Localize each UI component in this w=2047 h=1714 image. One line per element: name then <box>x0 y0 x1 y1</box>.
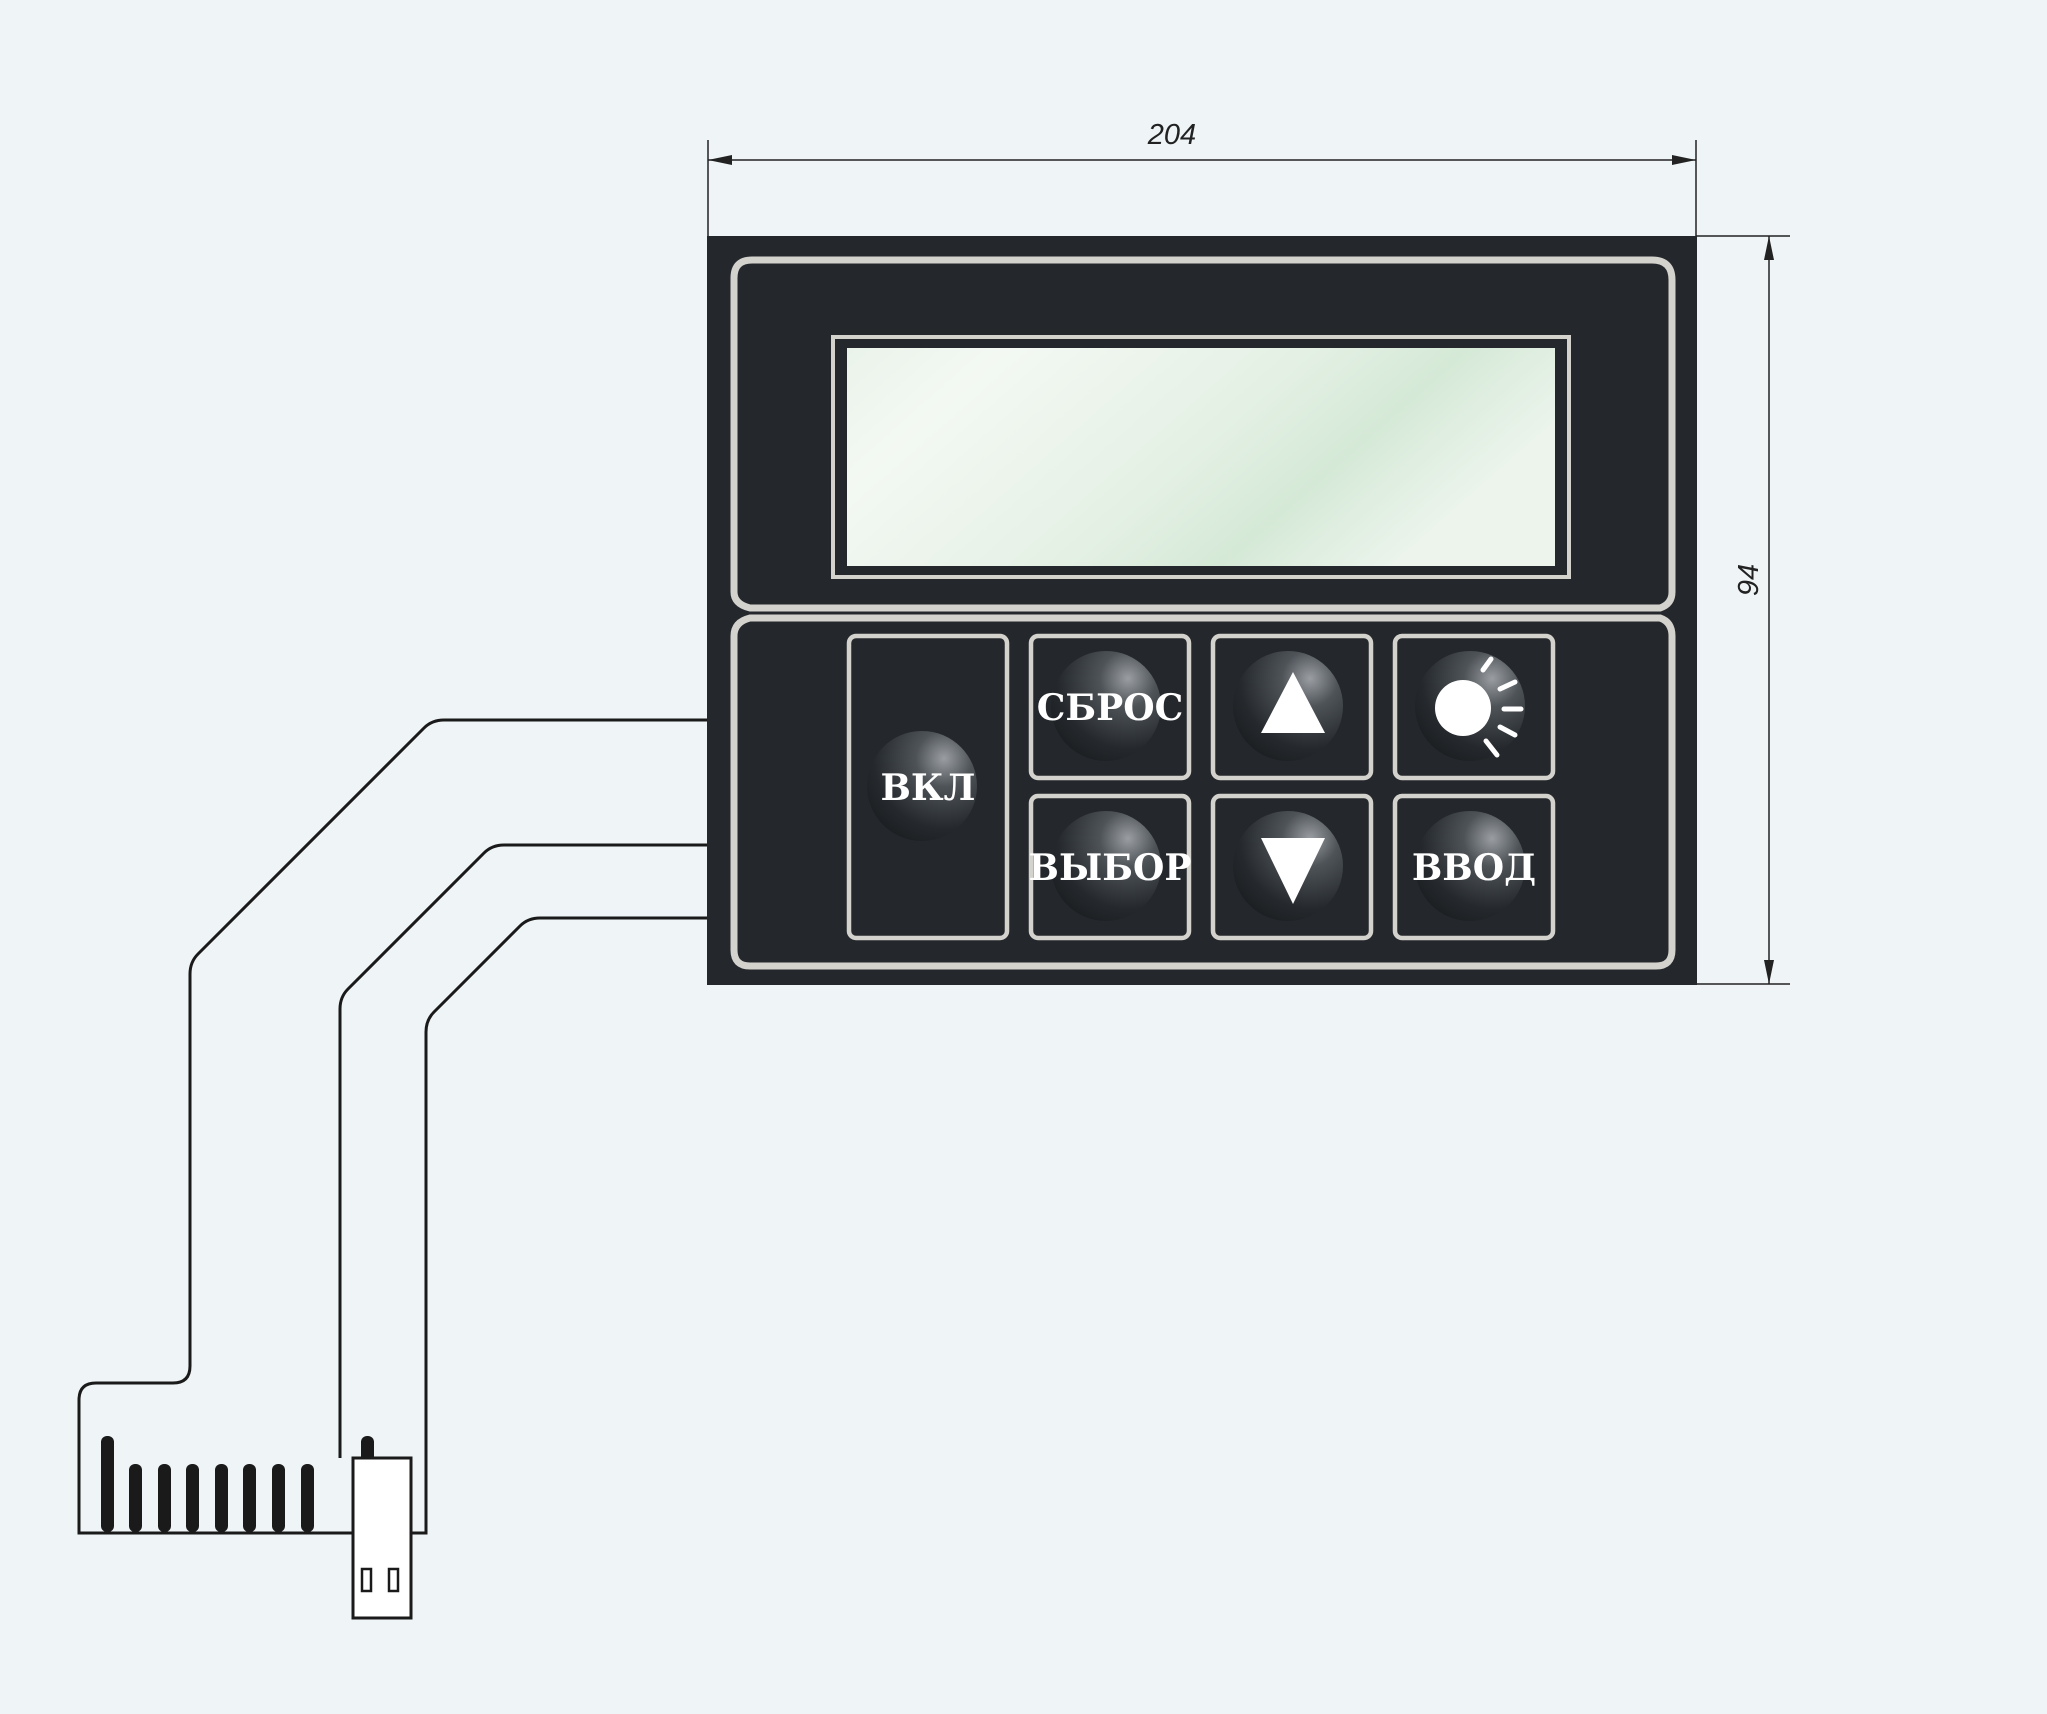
lcd-screen <box>847 348 1555 566</box>
connector-pin <box>301 1464 314 1532</box>
connector-pin <box>272 1464 285 1532</box>
on-button[interactable]: ВКЛ <box>846 633 1010 941</box>
connector-contact <box>360 1567 373 1593</box>
keys-window-frame <box>730 614 1676 970</box>
arrow-down-icon <box>1261 838 1325 904</box>
connector-pins <box>101 1436 374 1532</box>
brightness-button[interactable] <box>1392 633 1556 781</box>
flex-cable <box>77 718 708 1535</box>
width-label: 204 <box>1147 119 1196 151</box>
connector-contact <box>387 1567 400 1593</box>
connector-housing <box>351 1456 413 1620</box>
reset-button-label: СБРОС <box>1037 687 1184 729</box>
brightness-icon <box>1435 656 1524 758</box>
on-button-label: ВКЛ <box>880 767 975 809</box>
connector-pin <box>129 1464 142 1532</box>
height-dimension: 94 <box>1696 235 1790 985</box>
down-button[interactable] <box>1210 793 1374 941</box>
select-button[interactable]: ВЫБОР <box>1029 793 1192 941</box>
reset-button[interactable]: СБРОС <box>1028 633 1192 781</box>
up-button[interactable] <box>1210 633 1374 781</box>
connector-pin <box>158 1464 171 1532</box>
enter-button-label: ВВОД <box>1412 847 1536 889</box>
connector-pin <box>186 1464 199 1532</box>
enter-button[interactable]: ВВОД <box>1392 793 1556 941</box>
flex-cable-outline <box>77 718 708 1535</box>
connector-pin <box>101 1436 114 1532</box>
arrow-up-icon <box>1261 672 1325 733</box>
connector-pin <box>243 1464 256 1532</box>
connector-pin <box>215 1464 228 1532</box>
height-label: 94 <box>1733 564 1765 596</box>
width-dimension: 204 <box>707 119 1697 236</box>
lcd-display <box>831 335 1571 579</box>
display-window-frame <box>730 256 1676 612</box>
select-button-label: ВЫБОР <box>1029 847 1192 889</box>
flex-cable-inner-line <box>338 843 708 1458</box>
